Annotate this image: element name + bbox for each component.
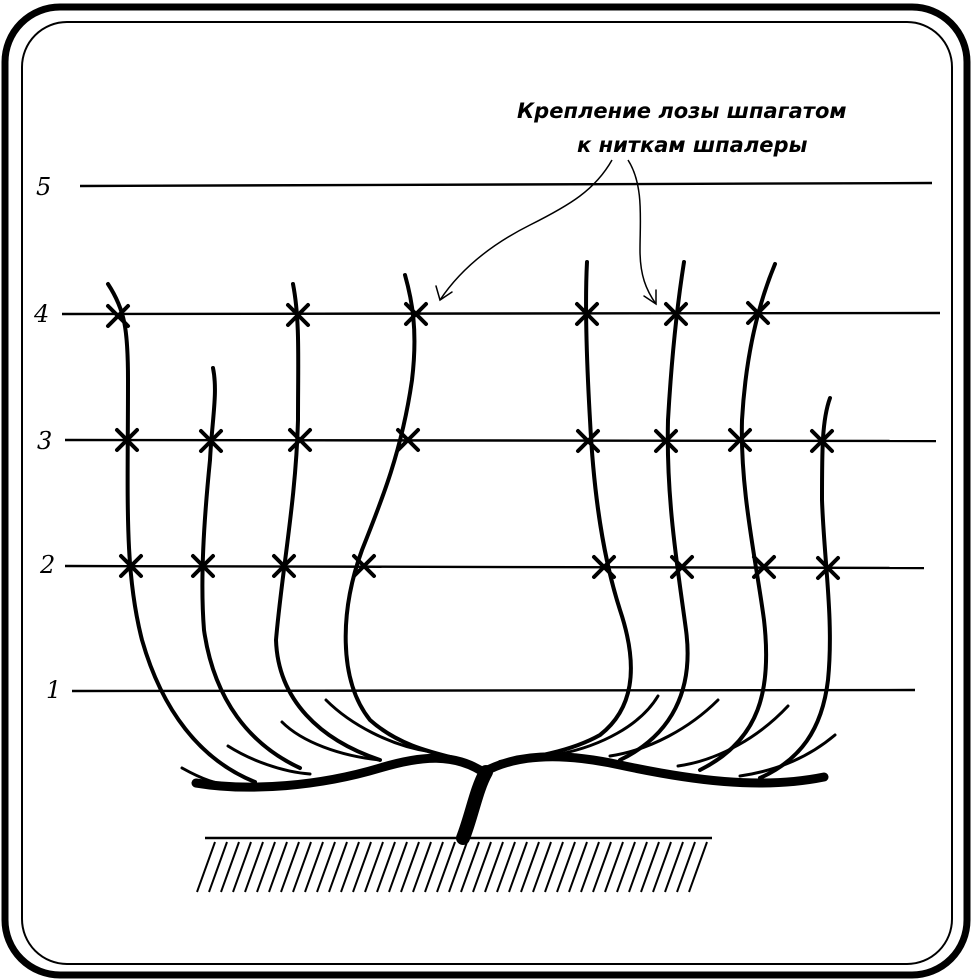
annotation-line-1: Крепление лозы шпагатом	[517, 99, 847, 123]
wire-label-4: 4	[33, 300, 49, 328]
wire-3	[65, 440, 936, 441]
wire-label-3: 3	[37, 427, 52, 455]
wire-label-5: 5	[36, 173, 51, 201]
wire-label-2: 2	[39, 551, 55, 579]
annotation-line-2: к ниткам шпалеры	[577, 133, 808, 157]
wire-4	[62, 313, 940, 314]
wire-label-1: 1	[46, 676, 61, 704]
wire-1	[72, 690, 915, 691]
